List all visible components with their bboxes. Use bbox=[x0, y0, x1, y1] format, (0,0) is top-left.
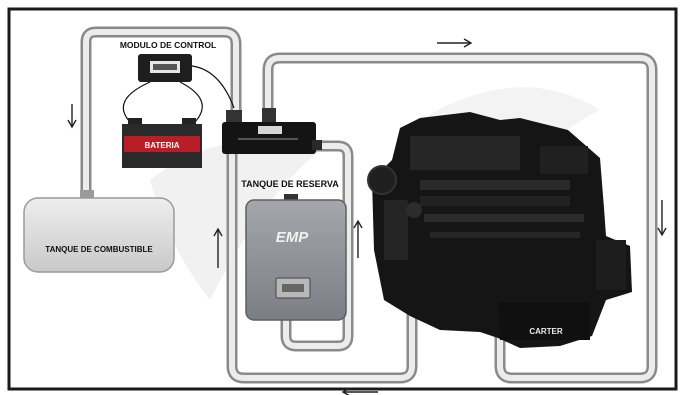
control-module bbox=[138, 54, 192, 82]
reserve-tank-label: TANQUE DE RESERVA bbox=[241, 179, 339, 189]
control-module-label: MODULO DE CONTROL bbox=[120, 40, 216, 50]
reserve-tank bbox=[246, 194, 346, 320]
battery-label: BATERIA bbox=[145, 141, 180, 150]
fuel-tank bbox=[24, 190, 174, 272]
carter-label: CARTER bbox=[529, 327, 563, 336]
fuel-tank-label: TANQUE DE COMBUSTIBLE bbox=[45, 245, 153, 254]
reserve-tank-logo: EMP bbox=[276, 229, 310, 246]
